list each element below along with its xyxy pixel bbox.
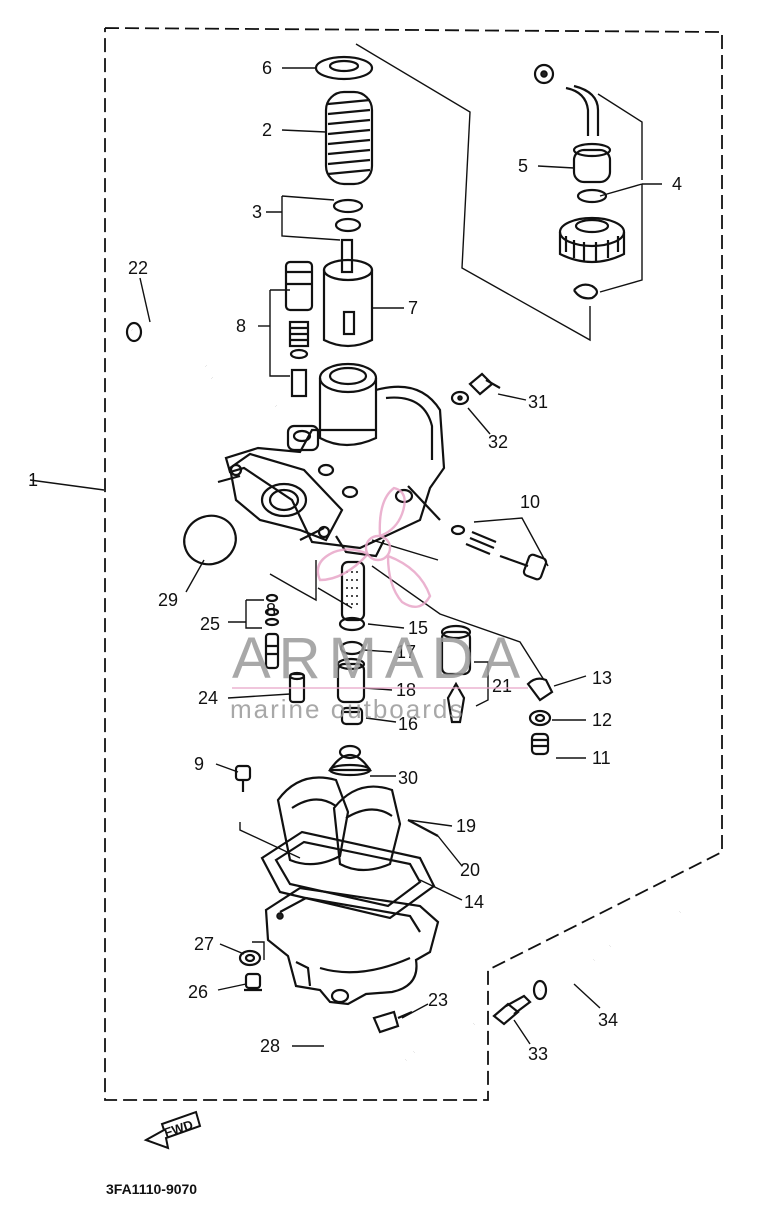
fwd-arrow: FWD <box>143 1110 202 1150</box>
callout-30: 30 <box>398 768 418 788</box>
callout-11: 11 <box>592 748 611 768</box>
part-vent-hose-upper <box>125 321 280 413</box>
watermark-brand: ARMADA <box>232 626 528 691</box>
callout-28: 28 <box>260 1036 280 1056</box>
callout-6: 6 <box>262 58 272 78</box>
part-needle-clip <box>332 198 364 233</box>
part-drain-plug-set <box>238 941 265 992</box>
callout-8-lower: 8 <box>266 600 276 620</box>
watermark-logo: ARMADA marine outboards <box>230 486 528 724</box>
callout-19: 19 <box>456 816 476 836</box>
fwd-label: FWD <box>162 1117 195 1140</box>
part-hose-fitting <box>492 994 532 1026</box>
callout-16: 16 <box>398 714 418 734</box>
part-jet-washer <box>339 640 365 656</box>
part-washer <box>314 55 374 81</box>
callout-1: 1 <box>28 470 38 490</box>
callout-18: 18 <box>396 680 416 700</box>
callout-25: 25 <box>200 614 220 634</box>
part-top-screw <box>450 372 501 406</box>
callout-17: 17 <box>396 642 416 662</box>
part-air-screw <box>372 1010 413 1034</box>
callout-22: 22 <box>128 258 148 278</box>
part-carburetor-body <box>217 362 446 558</box>
leader-lines <box>29 67 601 1047</box>
callout-26: 26 <box>188 982 208 1002</box>
part-throttle-spring <box>324 90 374 186</box>
part-drain-hose <box>322 1017 478 1092</box>
callout-33: 33 <box>528 1044 548 1064</box>
callout-7: 7 <box>408 298 418 318</box>
callout-20: 20 <box>460 860 480 880</box>
watermark-tagline: marine outboards <box>230 694 464 724</box>
part-float-needle <box>440 624 489 724</box>
diagram-code: 3FA1110-9070 <box>106 1181 197 1197</box>
guide-line-needle-jet <box>371 539 545 681</box>
part-float-pin <box>407 819 439 837</box>
part-throttle-valve <box>322 238 374 348</box>
part-float <box>276 776 402 872</box>
callout-5: 5 <box>518 156 528 176</box>
part-o-ring <box>183 514 237 566</box>
part-baffle <box>327 744 373 777</box>
callout-14: 14 <box>464 892 484 912</box>
callout-23: 23 <box>428 990 448 1010</box>
guide-line-jets <box>269 560 353 609</box>
callout-10: 10 <box>520 492 540 512</box>
guide-line-cap <box>355 43 591 342</box>
part-pilot-screw <box>269 260 314 398</box>
callout-2: 2 <box>262 120 272 140</box>
callout-labels: 1 2 3 4 5 6 7 8 8 9 10 11 12 13 14 15 16… <box>28 58 682 1064</box>
callout-13: 13 <box>592 668 612 688</box>
callout-31: 31 <box>528 392 548 412</box>
part-fuel-hose <box>532 905 684 1001</box>
callout-12: 12 <box>592 710 612 730</box>
part-main-jet <box>340 706 364 726</box>
callout-9: 9 <box>194 754 204 774</box>
part-main-jet-holder <box>336 657 366 704</box>
callout-29: 29 <box>158 590 178 610</box>
assembly-boundary <box>104 27 723 1101</box>
callout-15: 15 <box>408 618 428 638</box>
part-idle-screw <box>450 517 549 581</box>
propeller-logo-icon <box>316 486 432 608</box>
part-float-pin-screw <box>234 764 252 792</box>
part-cap-assembly <box>533 63 662 300</box>
callout-24: 24 <box>198 688 218 708</box>
callout-3: 3 <box>252 202 262 222</box>
callout-21: 21 <box>492 676 512 696</box>
part-float-chamber <box>264 886 440 1006</box>
callout-27: 27 <box>194 934 214 954</box>
callout-8-upper: 8 <box>236 316 246 336</box>
callout-34: 34 <box>598 1010 618 1030</box>
callout-4: 4 <box>672 174 682 194</box>
part-drain-screw-set <box>526 677 554 756</box>
part-needle-jet <box>338 560 366 632</box>
callout-32: 32 <box>488 432 508 452</box>
